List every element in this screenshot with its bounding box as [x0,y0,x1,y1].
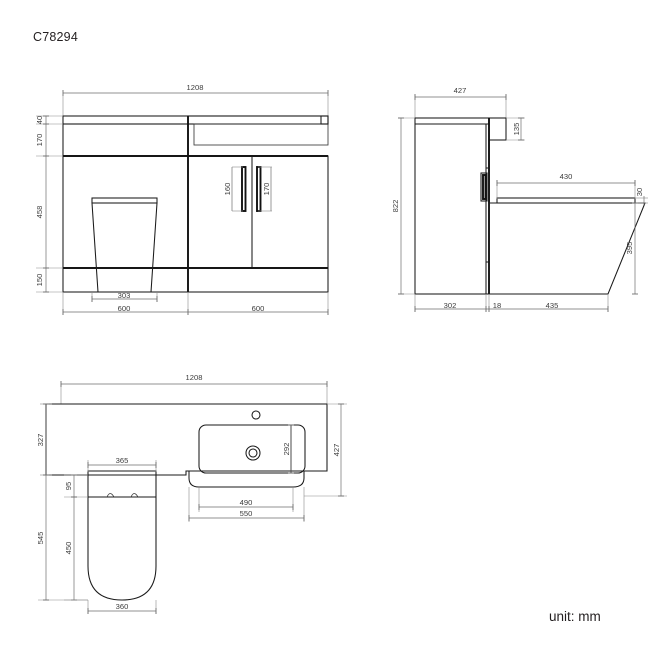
plan-view: 1208 [36,373,347,614]
side-toilet [488,197,646,295]
dim-front-module-widths: 600 600 [62,292,329,315]
dim-label-450: 450 [64,542,73,555]
dim-label-490: 490 [240,498,253,507]
dim-label-427-side: 427 [454,86,467,95]
dim-label-170-drawer: 170 [35,134,44,147]
dim-plan-cistern-offset: 95 [64,474,88,498]
dim-label-95: 95 [64,482,73,490]
dim-plan-seat-length: 450 [64,496,88,601]
dim-label-427-plan: 427 [332,444,341,457]
dim-label-handle-170: 170 [262,183,271,196]
dim-label-1208-front: 1208 [187,83,204,92]
dim-plan-overall-width: 1208 [60,373,328,404]
dim-label-135: 135 [512,123,521,136]
front-handle-left: 160 [223,166,247,212]
dim-side-bottom-chain: 302 18 435 [414,294,609,312]
dim-plan-toilet-depth: 545 [36,474,88,601]
dim-label-545: 545 [36,532,45,545]
dim-side-seat-depth: 430 [496,172,636,199]
dim-front-toilet-width: 303 [91,291,158,302]
dim-front-overall-width: 1208 [62,83,329,116]
dim-label-430: 430 [560,172,573,181]
dim-plan-pan-width: 360 [87,600,157,614]
page-title: C78294 [33,30,78,44]
dim-label-150: 150 [35,274,44,287]
dim-side-upper-return: 135 [506,117,525,141]
dim-label-292: 292 [282,443,291,456]
dim-label-40: 40 [35,116,44,124]
dim-label-550: 550 [240,509,253,518]
dim-plan-left-depth: 327 [36,403,52,476]
side-cabinet-outline [414,117,507,295]
plan-basin [188,410,327,488]
dim-label-1208-plan: 1208 [186,373,203,382]
dim-label-395: 395 [625,242,634,255]
dim-side-seat-thickness: 30 [635,188,648,205]
front-toilet [91,197,158,293]
dim-label-600-left: 600 [118,304,131,313]
dim-side-top-depth: 427 [414,86,507,118]
dim-plan-right-depth: 427 [304,403,347,497]
dim-label-302: 302 [444,301,457,310]
dim-plan-basin-widths: 490 550 [188,487,305,522]
dim-front-vertical-chain: 40 170 458 150 [35,115,63,293]
dim-plan-basin-depth: 292 [282,424,294,474]
dim-label-handle-160: 160 [223,183,232,196]
front-cabinet-outline [62,115,329,293]
dim-label-822: 822 [391,200,400,213]
dim-label-435: 435 [546,301,559,310]
dim-label-30: 30 [635,188,644,196]
side-elevation-view: 427 [391,86,648,312]
plan-toilet [87,470,157,601]
dim-label-365: 365 [116,456,129,465]
dim-label-18: 18 [493,301,501,310]
dim-label-360: 360 [116,602,129,611]
front-handle-right: 170 [256,166,272,212]
dim-label-458: 458 [35,206,44,219]
front-elevation-view: 1208 [35,83,329,315]
unit-note: unit: mm [549,609,601,624]
dim-label-303: 303 [118,291,131,300]
dim-side-pan-height: 395 [625,202,638,295]
dim-label-600-right: 600 [252,304,265,313]
dim-plan-seat-width: 365 [87,456,157,472]
dim-label-327: 327 [36,434,45,447]
dim-side-overall-height: 822 [391,117,415,295]
